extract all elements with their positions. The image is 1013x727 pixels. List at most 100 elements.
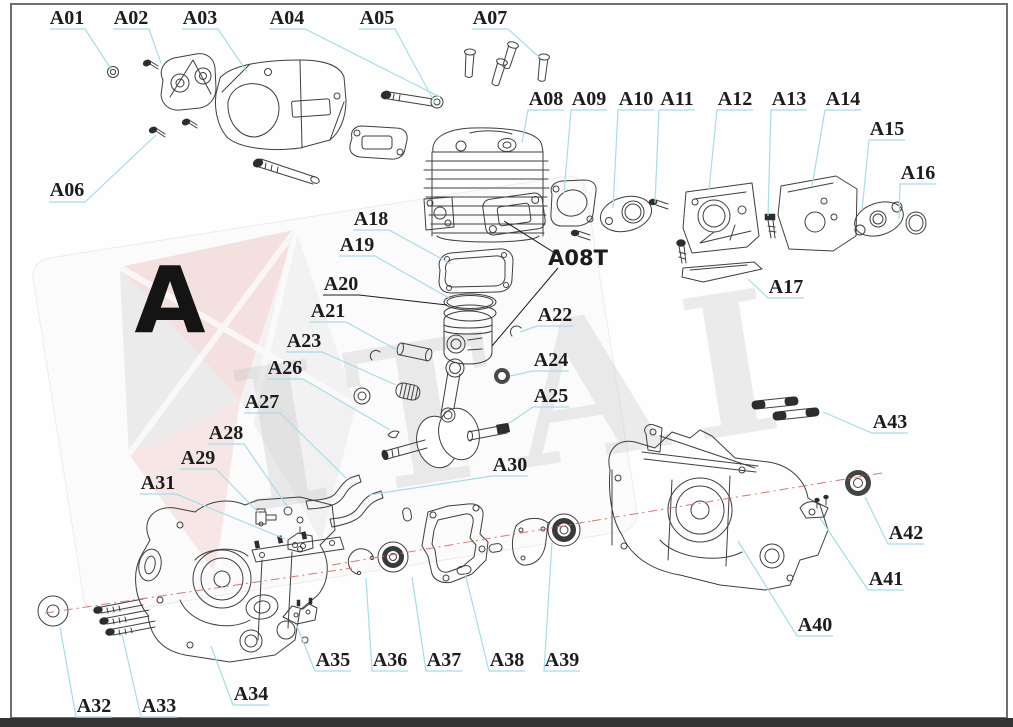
part-label-A22: A22 <box>538 304 572 326</box>
part-label-A13: A13 <box>772 88 806 110</box>
part-label-A41: A41 <box>869 568 903 590</box>
part-label-A32: A32 <box>77 695 111 717</box>
leader-A32 <box>59 626 112 718</box>
leader-A08T <box>503 220 559 256</box>
leader-A07 <box>472 28 540 58</box>
leader-A34 <box>210 645 269 706</box>
part-label-A26: A26 <box>268 357 302 379</box>
leader-A19 <box>339 255 450 299</box>
part-label-A18: A18 <box>354 208 388 230</box>
part-label-A11: A11 <box>660 88 693 110</box>
leader-A01 <box>50 28 112 70</box>
leader-A17 <box>747 278 804 299</box>
leader-A04 <box>269 28 441 98</box>
leader-A18 <box>353 229 452 265</box>
oil-hose <box>329 490 384 528</box>
muffler-baffle-plate <box>160 53 217 111</box>
part-label-A43: A43 <box>873 411 907 433</box>
crankcase-oil-seal <box>37 595 69 627</box>
leader-A25 <box>507 406 569 425</box>
muffler-body <box>215 59 347 151</box>
leader-A12 <box>708 109 753 190</box>
part-label-A09: A09 <box>572 88 606 110</box>
intake-manifold-flange <box>599 195 653 233</box>
crankcase-right-group <box>608 396 871 591</box>
part-label-A37: A37 <box>427 649 461 671</box>
leader-A33 <box>121 633 177 718</box>
oil-pump-parts <box>799 494 829 519</box>
part-label-A12: A12 <box>718 88 752 110</box>
pin-circlip-left <box>369 349 381 361</box>
woodruff-key <box>387 430 400 439</box>
bracket-screw <box>764 213 777 239</box>
exhaust-flange <box>423 196 455 231</box>
bearing-right <box>547 513 581 547</box>
part-label-A29: A29 <box>181 447 215 469</box>
cylinder-studs <box>751 396 820 421</box>
leader-A41 <box>819 517 904 591</box>
leader-A28 <box>208 443 288 507</box>
part-label-A25: A25 <box>534 385 568 407</box>
leader-A39 <box>543 542 580 672</box>
leader-A21 <box>310 321 398 351</box>
part-label-A04: A04 <box>270 7 304 29</box>
part-label-A24: A24 <box>534 349 568 371</box>
part-label-A10: A10 <box>619 88 653 110</box>
part-label-A06: A06 <box>50 179 84 201</box>
part-label-A19: A19 <box>340 234 374 256</box>
part-label-A08T: A08T <box>548 246 608 270</box>
leader-A03 <box>182 28 248 73</box>
piston-group <box>353 248 522 439</box>
crankcase-gasket <box>421 503 489 584</box>
part-label-A38: A38 <box>490 649 524 671</box>
part-label-A07: A07 <box>473 7 507 29</box>
exhaust-gasket <box>550 179 597 227</box>
part-label-A03: A03 <box>183 7 217 29</box>
part-label-A36: A36 <box>373 649 407 671</box>
oil-pickup-bracket <box>287 526 314 553</box>
needle-bearing-cage <box>395 382 421 401</box>
gasket-sheet <box>681 261 763 283</box>
leader-A06 <box>49 134 157 203</box>
leader-A43 <box>822 411 908 434</box>
cylinder-base-gasket <box>438 248 514 294</box>
leader-A26 <box>267 378 391 431</box>
leader-A02 <box>113 28 162 64</box>
leader-A22 <box>519 325 573 333</box>
leader-A13 <box>767 109 807 217</box>
hose-clip <box>283 506 293 516</box>
part-label-A16: A16 <box>901 162 935 184</box>
centerline-2 <box>331 520 593 566</box>
part-label-A35: A35 <box>316 649 350 671</box>
part-label-A08: A08 <box>529 88 563 110</box>
part-label-A20: A20 <box>324 273 358 295</box>
muffler-bolt <box>252 158 320 185</box>
leader-A08 <box>521 109 564 144</box>
leader-A29 <box>180 468 261 515</box>
impulse-hose <box>305 474 362 510</box>
washer <box>353 387 371 405</box>
pin-circlip-right <box>510 325 522 337</box>
seal-ring <box>905 211 927 235</box>
leader-A38 <box>464 572 525 672</box>
carburetor-bracket <box>676 182 760 264</box>
leader-A35 <box>295 623 351 672</box>
chain-guide-bracket <box>282 597 318 625</box>
leader-A16 <box>898 183 936 220</box>
muffler-group <box>107 41 550 185</box>
part-label-A23: A23 <box>287 330 321 352</box>
part-label-A34: A34 <box>234 683 268 705</box>
leader-A31 <box>140 493 286 540</box>
crankshaft-group <box>381 358 511 469</box>
leader-A15 <box>861 139 905 211</box>
section-letter: A <box>134 247 205 354</box>
watermark-card <box>32 175 638 615</box>
part-label-A40: A40 <box>798 614 832 636</box>
heat-shield-plate <box>777 175 858 252</box>
part-label-A14: A14 <box>826 88 860 110</box>
leader-A11 <box>654 109 695 204</box>
leader-A08T <box>491 267 559 347</box>
centerlines <box>44 472 883 614</box>
